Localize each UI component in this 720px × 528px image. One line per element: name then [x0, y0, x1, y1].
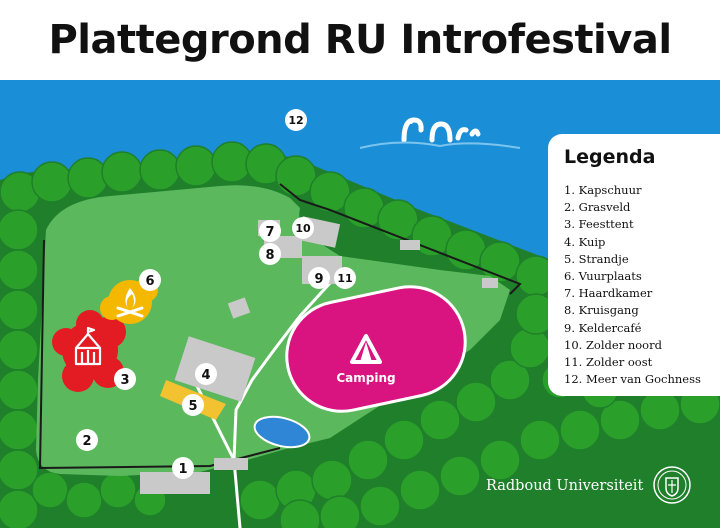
marker-7[interactable]: 7: [259, 220, 281, 242]
svg-text:9: 9: [314, 272, 323, 287]
legend-item: 1. Kapschuur: [564, 183, 642, 197]
radboud-seal-icon: [653, 466, 691, 504]
marker-10[interactable]: 10: [292, 217, 314, 239]
marker-3[interactable]: 3: [114, 368, 136, 390]
legend-item: 6. Vuurplaats: [564, 269, 642, 284]
camping-label: Camping: [336, 371, 395, 385]
svg-text:4: 4: [201, 368, 210, 383]
legend-item: 8. Kruisgang: [564, 303, 639, 318]
page-title: Plattegrond RU Introfestival: [48, 17, 672, 63]
svg-text:1: 1: [178, 462, 187, 477]
legend-heading: Legenda: [564, 146, 656, 168]
marker-4[interactable]: 4: [195, 363, 217, 385]
marker-11[interactable]: 11: [334, 267, 356, 289]
legend-item: 4. Kuip: [564, 234, 606, 249]
lake-monster-icon: [401, 117, 481, 143]
circus-tent-icon: [74, 326, 102, 366]
legend-item: 3. Feesttent: [564, 217, 634, 232]
legend-item: 5. Strandje: [564, 251, 629, 266]
svg-text:12: 12: [288, 114, 303, 127]
legend-item: 2. Grasveld: [564, 200, 631, 215]
legend-list: 1. Kapschuur 2. Grasveld 3. Feesttent 4.…: [564, 182, 720, 388]
tent-icon: [350, 334, 382, 364]
campfire-icon: [116, 288, 144, 318]
svg-text:5: 5: [188, 399, 197, 414]
svg-text:11: 11: [337, 272, 352, 285]
marker-8[interactable]: 8: [259, 243, 281, 265]
legend-item: 9. Keldercafé: [564, 320, 642, 335]
grass-field: [36, 185, 510, 476]
svg-text:7: 7: [265, 225, 274, 240]
legend-item: 10. Zolder noord: [564, 337, 662, 352]
map-markers: 1 2 3 4 5 6 7 8 9 10 11 12: [76, 109, 356, 479]
camping-area: [285, 285, 467, 413]
svg-text:2: 2: [82, 434, 91, 449]
marker-12[interactable]: 12: [285, 109, 307, 131]
pond: [253, 415, 311, 449]
fence-north: [279, 183, 522, 295]
legend-item: 11. Zolder oost: [564, 355, 653, 370]
tree-canopy: [0, 141, 720, 528]
fence-west: [38, 239, 281, 470]
legend-item: 7. Haardkamer: [564, 286, 653, 301]
marker-2[interactable]: 2: [76, 429, 98, 451]
svg-text:8: 8: [265, 248, 274, 263]
legend-item: 12. Meer van Gochness: [564, 372, 701, 387]
legend-panel: Legenda 1. Kapschuur 2. Grasveld 3. Fees…: [548, 134, 720, 396]
marker-9[interactable]: 9: [308, 267, 330, 289]
svg-text:10: 10: [295, 222, 311, 235]
marker-1[interactable]: 1: [172, 457, 194, 479]
marker-6[interactable]: 6: [139, 269, 161, 291]
brand-name: Radboud Universiteit: [486, 478, 644, 494]
svg-text:3: 3: [120, 373, 129, 388]
svg-text:6: 6: [145, 274, 154, 289]
marker-5[interactable]: 5: [182, 394, 204, 416]
